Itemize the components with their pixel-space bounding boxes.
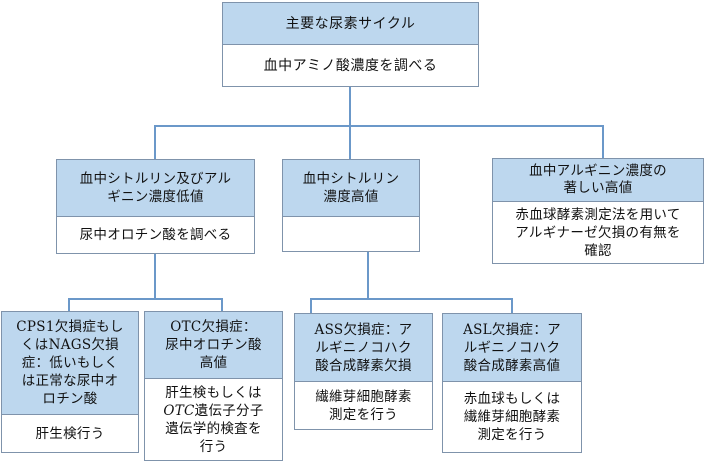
- connector-to-arginine-box: [602, 125, 604, 158]
- connector-to-otc-box: [221, 298, 223, 311]
- connector-citrulline-down: [367, 251, 369, 299]
- node-action: 尿中オロチン酸を調べる: [79, 227, 232, 243]
- connector-to-asl-box: [511, 298, 513, 313]
- connector-low-down: [154, 253, 156, 299]
- node-action: 繊維芽細胞酵素 測定を行う: [315, 388, 412, 423]
- connector-to-low-box: [154, 125, 156, 159]
- node-title: CPS1欠損症もし くはNAGS欠損 症：低いもしく は正常な尿中オ ロチン酸: [16, 319, 124, 407]
- node-action: 肝生検もしくは OTC遺伝子分子 遺伝学的検査を 行う: [163, 384, 263, 456]
- node-ass-deficiency: ASS欠損症：ア ルギニノコハク 酸合成酵素欠損 繊維芽細胞酵素 測定を行う: [294, 313, 433, 430]
- connector-root-down: [349, 86, 351, 126]
- node-low-citrulline-arginine: 血中シトルリン及びアル ギニン濃度低値 尿中オロチン酸を調べる: [56, 159, 255, 254]
- node-title: ASS欠損症：ア ルギニノコハク 酸合成酵素欠損: [314, 321, 413, 374]
- otc-gene-italic: OTC: [163, 402, 195, 419]
- node-title: 血中アルギニン濃度の 著しい高値: [529, 162, 667, 196]
- node-title: 血中シトルリン 濃度高値: [302, 171, 400, 205]
- root-node-urea-cycle: 主要な尿素サイクル 血中アミノ酸濃度を調べる: [222, 2, 479, 87]
- node-asl-deficiency: ASL欠損症：ア ルギニノコハク 酸合成酵素高値 赤血球もしくは 繊維芽細胞酵素…: [442, 313, 582, 453]
- node-title: ASL欠損症：ア ルギニノコハク 酸合成酵素高値: [463, 321, 561, 374]
- root-action: 血中アミノ酸濃度を調べる: [263, 57, 438, 74]
- node-cps1-nags-deficiency: CPS1欠損症もし くはNAGS欠損 症：低いもしく は正常な尿中オ ロチン酸 …: [1, 311, 139, 453]
- connector-level1-bus: [154, 125, 604, 127]
- action-line3: 遺伝学的検査を 行う: [165, 420, 262, 455]
- connector-citrulline-bus: [310, 298, 513, 300]
- action-line2: 遺伝子分子: [194, 402, 264, 419]
- node-high-citrulline: 血中シトルリン 濃度高値: [282, 159, 420, 252]
- connector-to-cps1-box: [68, 298, 70, 311]
- connector-to-ass-box: [310, 298, 312, 313]
- root-title: 主要な尿素サイクル: [285, 15, 416, 32]
- connector-to-citrulline-box: [349, 125, 351, 159]
- node-title: 血中シトルリン及びアル ギニン濃度低値: [79, 171, 232, 205]
- node-high-arginine: 血中アルギニン濃度の 著しい高値 赤血球酵素測定法を用いて アルギナーゼ欠損の有…: [492, 158, 704, 264]
- action-line1: 肝生検もしくは: [165, 384, 262, 401]
- node-action: 赤血球酵素測定法を用いて アルギナーゼ欠損の有無を 確認: [515, 206, 681, 259]
- node-action: 肝生検行う: [35, 425, 105, 442]
- node-otc-deficiency: OTC欠損症： 尿中オロチン酸 高値 肝生検もしくは OTC遺伝子分子 遺伝学的…: [144, 311, 283, 461]
- connector-low-bus: [68, 298, 223, 300]
- node-title: OTC欠損症： 尿中オロチン酸 高値: [165, 319, 262, 371]
- node-action: 赤血球もしくは 繊維芽細胞酵素 測定を行う: [463, 391, 561, 443]
